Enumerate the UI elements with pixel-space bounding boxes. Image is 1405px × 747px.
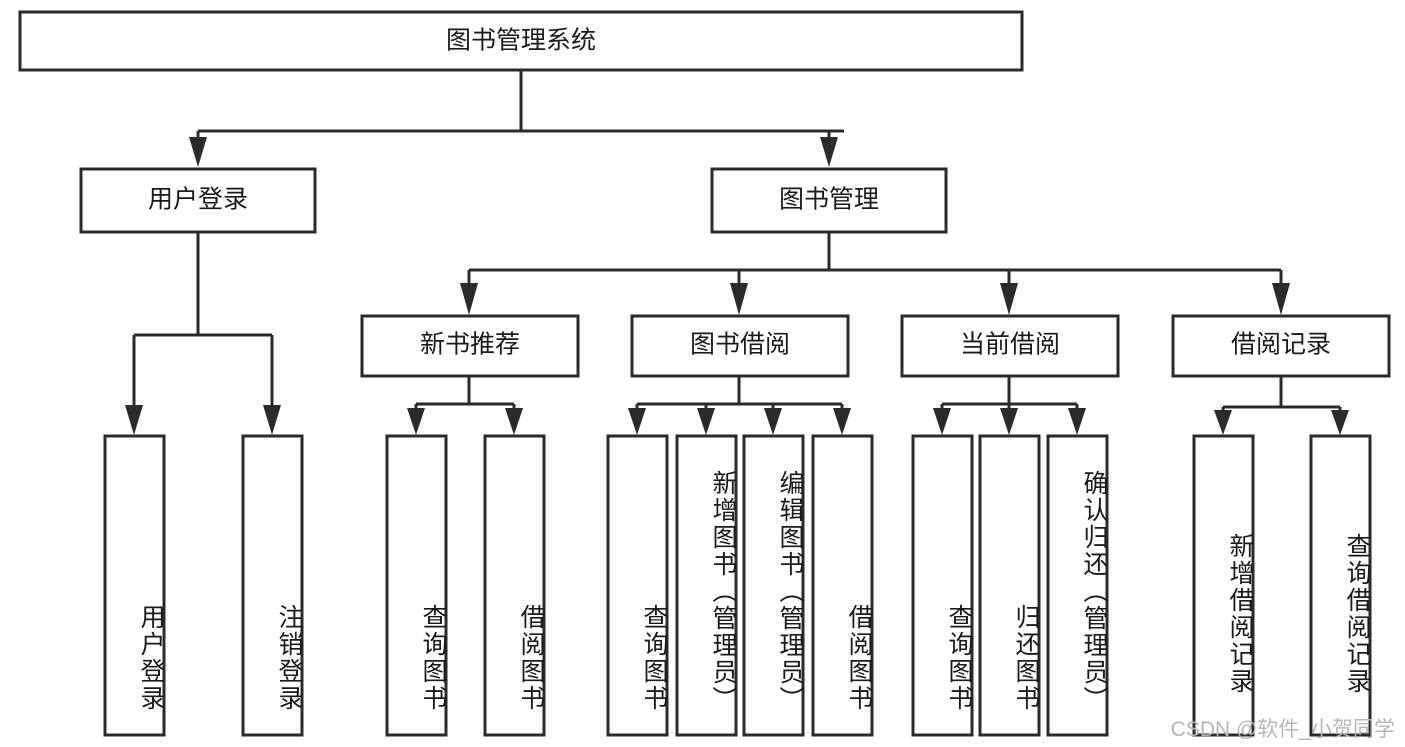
- arrow-current-borrow: [1000, 283, 1018, 315]
- node-new-book-recommend[interactable]: [360, 314, 580, 378]
- node-leaf-add-book[interactable]: [675, 434, 738, 737]
- horizontal-label-group: 图书管理系统 用户登录 图书管理 新书推荐 图书借阅 当前借阅 借阅记录: [148, 27, 1331, 359]
- arrow-leaf-confirm-return: [1068, 408, 1086, 435]
- arrow-leaf-borrow-book-1: [505, 408, 523, 435]
- node-root[interactable]: [18, 10, 1024, 72]
- arrow-to-book-manage: [820, 137, 838, 167]
- arrow-leaf-query-book-3: [933, 408, 951, 435]
- node-leaf-query-book-2[interactable]: [606, 434, 669, 737]
- arrow-leaf-user-login: [125, 405, 143, 435]
- arrow-leaf-query-book-2: [628, 408, 646, 435]
- node-leaf-query-book-3[interactable]: [911, 434, 974, 737]
- node-leaf-borrow-book-1[interactable]: [483, 434, 546, 737]
- node-leaf-borrow-book-2[interactable]: [811, 434, 874, 737]
- label-new-book-recommend: 新书推荐: [420, 331, 520, 359]
- arrow-leaf-borrow-book-2: [833, 408, 851, 435]
- arrow-book-borrow: [730, 283, 748, 315]
- node-leaf-add-record[interactable]: [1192, 434, 1255, 737]
- label-current-borrow: 当前借阅: [960, 331, 1060, 359]
- arrow-to-user-login: [189, 137, 207, 167]
- label-user-login: 用户登录: [148, 186, 248, 214]
- node-leaf-user-login[interactable]: [103, 434, 166, 737]
- node-leaf-query-book-1[interactable]: [385, 434, 448, 737]
- label-borrow-record: 借阅记录: [1231, 331, 1331, 359]
- node-leaf-return-book[interactable]: [978, 434, 1041, 737]
- node-leaf-query-record[interactable]: [1309, 434, 1372, 737]
- node-borrow-record[interactable]: [1171, 314, 1391, 378]
- arrow-leaf-edit-book: [764, 408, 782, 435]
- arrow-borrow-record: [1272, 283, 1290, 315]
- arrow-leaf-query-record: [1331, 410, 1349, 435]
- node-user-login[interactable]: [79, 167, 317, 234]
- node-book-manage[interactable]: [710, 167, 948, 234]
- arrow-leaf-query-book-1: [407, 408, 425, 435]
- node-current-borrow[interactable]: [900, 314, 1120, 378]
- arrow-leaf-add-book: [697, 408, 715, 435]
- arrow-leaf-add-record: [1214, 410, 1232, 435]
- node-leaf-edit-book[interactable]: [742, 434, 805, 737]
- node-leaf-confirm-return[interactable]: [1046, 434, 1109, 737]
- node-leaf-user-logout[interactable]: [241, 434, 304, 737]
- label-root: 图书管理系统: [446, 27, 596, 55]
- arrow-new-book-recommend: [460, 283, 478, 315]
- arrow-leaf-user-logout: [263, 405, 281, 435]
- node-group: [18, 10, 1391, 737]
- label-book-manage: 图书管理: [779, 186, 879, 214]
- connector-group: [125, 70, 1349, 435]
- label-book-borrow: 图书借阅: [690, 331, 790, 359]
- node-book-borrow[interactable]: [630, 314, 850, 378]
- arrow-leaf-return-book: [1000, 408, 1018, 435]
